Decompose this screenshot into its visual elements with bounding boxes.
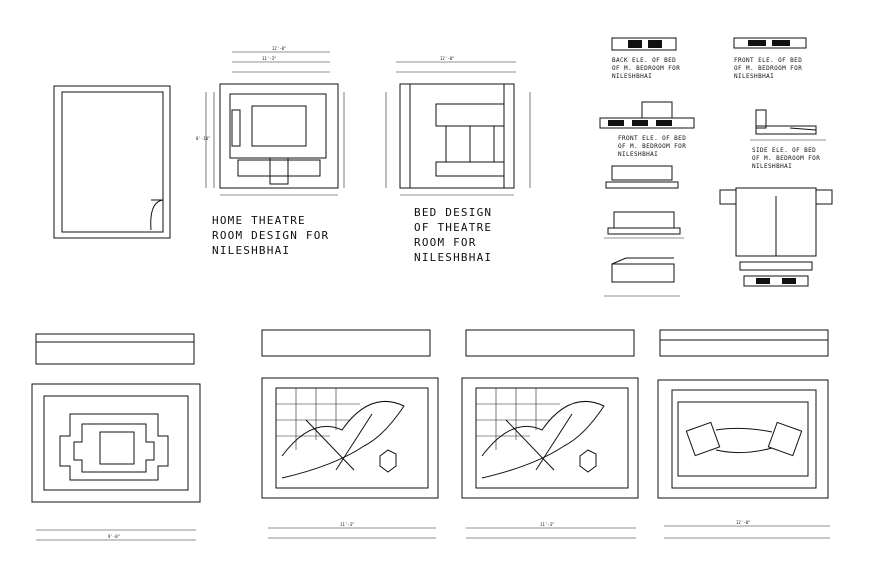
front-elevation-of-bed-right: [733, 37, 807, 49]
bed-section-details: [604, 165, 684, 297]
dim-top-1: 12'-0": [272, 46, 286, 51]
dim-left: 8'-10": [196, 136, 210, 141]
plan4-dim: 12'-0": [736, 520, 750, 525]
front-elev-right-title-3: NILESHBHAI: [734, 73, 774, 80]
back-elevation-of-bed: [611, 37, 677, 51]
front-elev-right-title-1: FRONT ELE. OF BED: [734, 57, 802, 64]
dim-bed-top: 12'-0": [440, 56, 454, 61]
bed-design-title-2: OF THEATRE: [414, 221, 492, 234]
home-theatre-elevation: 12'-0" 11'-3" 8'-10": [196, 46, 345, 196]
plan2-dim: 11'-3": [340, 522, 354, 527]
front-elev-mid-title-1: FRONT ELE. OF BED: [618, 135, 686, 142]
dim-top-2: 11'-3": [262, 56, 276, 61]
front-elev-right-title-2: OF M. BEDROOM FOR: [734, 65, 802, 72]
front-elev-mid-title-2: OF M. BEDROOM FOR: [618, 143, 686, 150]
ceiling-plan-4: 12'-0": [657, 329, 830, 539]
front-elev-mid-title-3: NILESHBHAI: [618, 151, 658, 158]
side-elevation-of-bed: [750, 109, 826, 141]
home-theatre-title-1: HOME THEATRE: [212, 214, 306, 227]
side-elev-title-1: SIDE ELE. OF BED: [752, 147, 816, 154]
home-theatre-title-2: ROOM DESIGN FOR: [212, 229, 329, 242]
back-elev-title-1: BACK ELE. OF BED: [612, 57, 676, 64]
back-elev-title-3: NILESHBHAI: [612, 73, 652, 80]
home-theatre-title-3: NILESHBHAI: [212, 244, 290, 257]
plan3-dim: 11'-3": [540, 522, 554, 527]
front-elevation-of-bed-mid: [599, 101, 695, 129]
ceiling-plan-2: 11'-3": [261, 329, 439, 539]
back-elev-title-2: OF M. BEDROOM FOR: [612, 65, 680, 72]
bed-design-title-3: ROOM FOR: [414, 236, 477, 249]
ceiling-plan-1: 9'-0": [31, 333, 201, 541]
side-elev-title-2: OF M. BEDROOM FOR: [752, 155, 820, 162]
bed-design-title-1: BED DESIGN: [414, 206, 492, 219]
bed-design-title-4: NILESHBHAI: [414, 251, 492, 264]
bed-plan-right: [719, 187, 833, 287]
side-elev-title-3: NILESHBHAI: [752, 163, 792, 170]
ceiling-plan-3: 11'-3": [461, 329, 639, 539]
room-plan-drawing: [53, 85, 171, 239]
plan1-dim: 9'-0": [108, 534, 120, 539]
bed-theatre-elevation: 12'-0": [385, 56, 531, 196]
